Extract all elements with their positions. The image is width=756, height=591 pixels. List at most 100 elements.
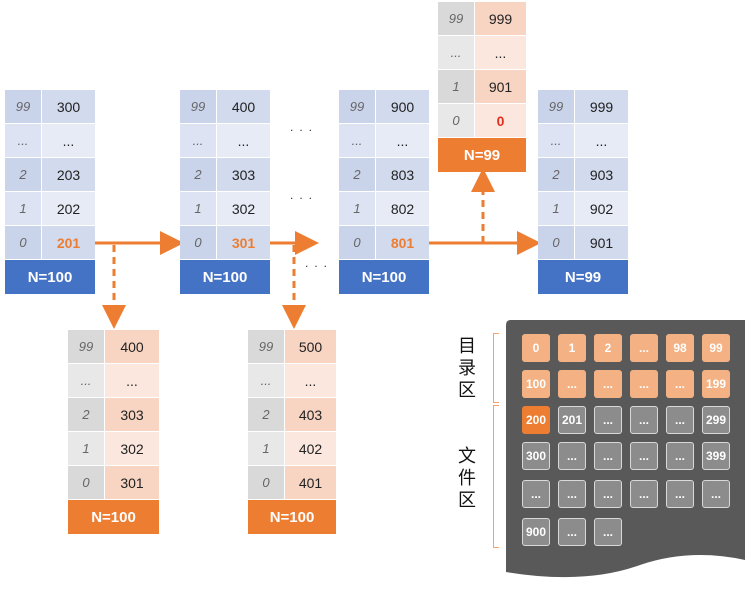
disk-block: 2 (594, 334, 622, 362)
disk-block: ... (630, 442, 658, 470)
disk-block: ... (558, 480, 586, 508)
block-row-index: 99 (339, 90, 376, 123)
block-row-value: 402 (285, 432, 336, 465)
disk-block: ... (666, 442, 694, 470)
disk-block: 399 (702, 442, 730, 470)
block-row-value: ... (105, 364, 159, 397)
block-row: ...... (68, 364, 159, 398)
disk-block: 0 (522, 334, 550, 362)
block-row-value: ... (475, 36, 526, 69)
block-row-index: 0 (538, 226, 575, 259)
disk-block: ... (558, 518, 586, 546)
block-row-index: 1 (5, 192, 42, 225)
block-row-value: 301 (105, 466, 159, 499)
block-row-index: 2 (68, 398, 105, 431)
block-row-value: 302 (217, 192, 270, 225)
block-row-value: 999 (575, 90, 628, 123)
block-row-value: 900 (376, 90, 429, 123)
block-row-index: 2 (538, 158, 575, 191)
block-row-index: ... (248, 364, 285, 397)
block-row: ...... (339, 124, 429, 158)
block-row-index: 99 (248, 330, 285, 363)
ellipsis-2: ... (290, 188, 319, 202)
block-footer: N=100 (248, 500, 336, 534)
block-row-value: 0 (475, 104, 526, 137)
disk-block: ... (594, 370, 622, 398)
disk-block: ... (630, 334, 658, 362)
block-row-value: 802 (376, 192, 429, 225)
block-row: ...... (438, 36, 526, 70)
block-row-value: 303 (217, 158, 270, 191)
block-row-index: 99 (538, 90, 575, 123)
block-row-index: 0 (180, 226, 217, 259)
block-row-value: 401 (285, 466, 336, 499)
disk-block: 900 (522, 518, 550, 546)
disk-block: ... (594, 518, 622, 546)
block-row-value: 400 (105, 330, 159, 363)
disk-block: ... (630, 370, 658, 398)
block-row-index: 2 (5, 158, 42, 191)
block-footer: N=100 (5, 260, 95, 294)
block-footer: N=100 (68, 500, 159, 534)
block-row-value: ... (285, 364, 336, 397)
disk-block: ... (558, 442, 586, 470)
file-zone-brace (493, 405, 499, 548)
block-row-value: 203 (42, 158, 95, 191)
disk-block: ... (594, 480, 622, 508)
disk-block: ... (666, 480, 694, 508)
block-row-index: ... (438, 36, 475, 69)
block-row: ...... (180, 124, 270, 158)
disk-block: ... (666, 406, 694, 434)
disk-block: 99 (702, 334, 730, 362)
disk-block: ... (558, 370, 586, 398)
block-row: ...... (538, 124, 628, 158)
disk-block: 100 (522, 370, 550, 398)
block-row-index: 99 (5, 90, 42, 123)
block-row-index: 0 (248, 466, 285, 499)
block-row: ...... (248, 364, 336, 398)
disk-block: 200 (522, 406, 550, 434)
block-row-value: 201 (42, 226, 95, 259)
block-row-index: ... (339, 124, 376, 157)
disk-block: 1 (558, 334, 586, 362)
block-row-index: 1 (538, 192, 575, 225)
disk-block: ... (702, 480, 730, 508)
block-row-index: 1 (68, 432, 105, 465)
disk-block: ... (594, 406, 622, 434)
block-row-index: 0 (68, 466, 105, 499)
block-row: ...... (5, 124, 95, 158)
block-row-index: 99 (180, 90, 217, 123)
disk-block: ... (522, 480, 550, 508)
disk-block: ... (594, 442, 622, 470)
disk-block: ... (630, 480, 658, 508)
block-footer: N=100 (180, 260, 270, 294)
disk-block: 201 (558, 406, 586, 434)
